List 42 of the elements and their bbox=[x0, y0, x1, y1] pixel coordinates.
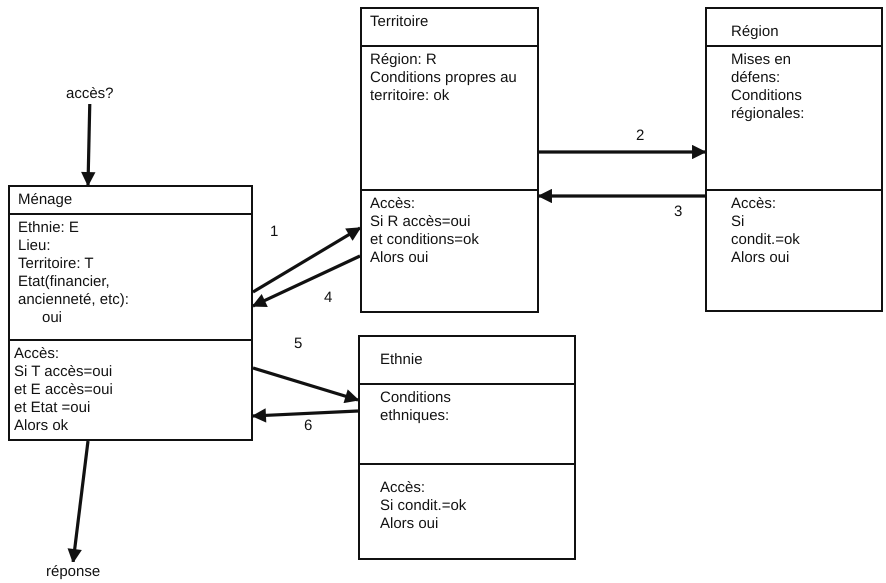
class-box bbox=[360, 7, 539, 313]
arrow bbox=[252, 366, 360, 404]
class-box bbox=[358, 335, 576, 560]
box-title: Région bbox=[731, 23, 779, 41]
flow-label: réponse bbox=[44, 562, 102, 582]
attribute-text: oui bbox=[42, 309, 62, 328]
arrow bbox=[81, 104, 96, 186]
attribute-text: Conditions ethniques: bbox=[380, 389, 452, 425]
rule-text: et Etat =oui bbox=[14, 399, 90, 417]
arrow bbox=[68, 440, 90, 564]
attribute-text: Etat(financier, ancienneté, etc): bbox=[18, 273, 130, 310]
rule-text: Alors oui bbox=[370, 249, 428, 267]
box-title: Ménage bbox=[18, 191, 72, 209]
attribute-text: Conditions régionales: bbox=[731, 87, 806, 123]
arrow bbox=[252, 408, 358, 423]
rule-text: Alors ok bbox=[14, 417, 68, 435]
rule-text: Si T accès=oui bbox=[14, 363, 112, 381]
arrow bbox=[538, 188, 705, 204]
box-title: Ethnie bbox=[380, 351, 423, 369]
class-box bbox=[8, 185, 253, 441]
attribute-text: Région: R bbox=[370, 51, 437, 69]
rule-text: Si condit.=ok bbox=[380, 497, 466, 515]
attribute-text: Territoire: T bbox=[18, 255, 94, 274]
rule-text: Accès: bbox=[731, 195, 776, 213]
rule-text: Alors oui bbox=[380, 515, 438, 533]
rule-text: et conditions=ok bbox=[370, 231, 479, 249]
rule-text: Si R accès=oui bbox=[370, 213, 470, 231]
attribute-text: Conditions propres au territoire: ok bbox=[370, 69, 518, 105]
arrow bbox=[539, 144, 706, 160]
attribute-text: Mises en défens: bbox=[731, 51, 792, 87]
attribute-text: Lieu: bbox=[18, 237, 51, 256]
box-title: Territoire bbox=[370, 13, 428, 31]
rule-text: Accès: bbox=[370, 195, 416, 213]
rule-text: Si condit.=ok bbox=[731, 213, 801, 249]
attribute-text: Ethnie: E bbox=[18, 219, 79, 238]
rule-text: Alors oui bbox=[731, 249, 790, 267]
arrow bbox=[252, 226, 362, 294]
rule-text: Accès: bbox=[14, 345, 60, 363]
class-box bbox=[705, 7, 883, 312]
arrow bbox=[252, 254, 361, 308]
rule-text: Accès: bbox=[380, 479, 426, 497]
rule-text: et E accès=oui bbox=[14, 381, 113, 399]
